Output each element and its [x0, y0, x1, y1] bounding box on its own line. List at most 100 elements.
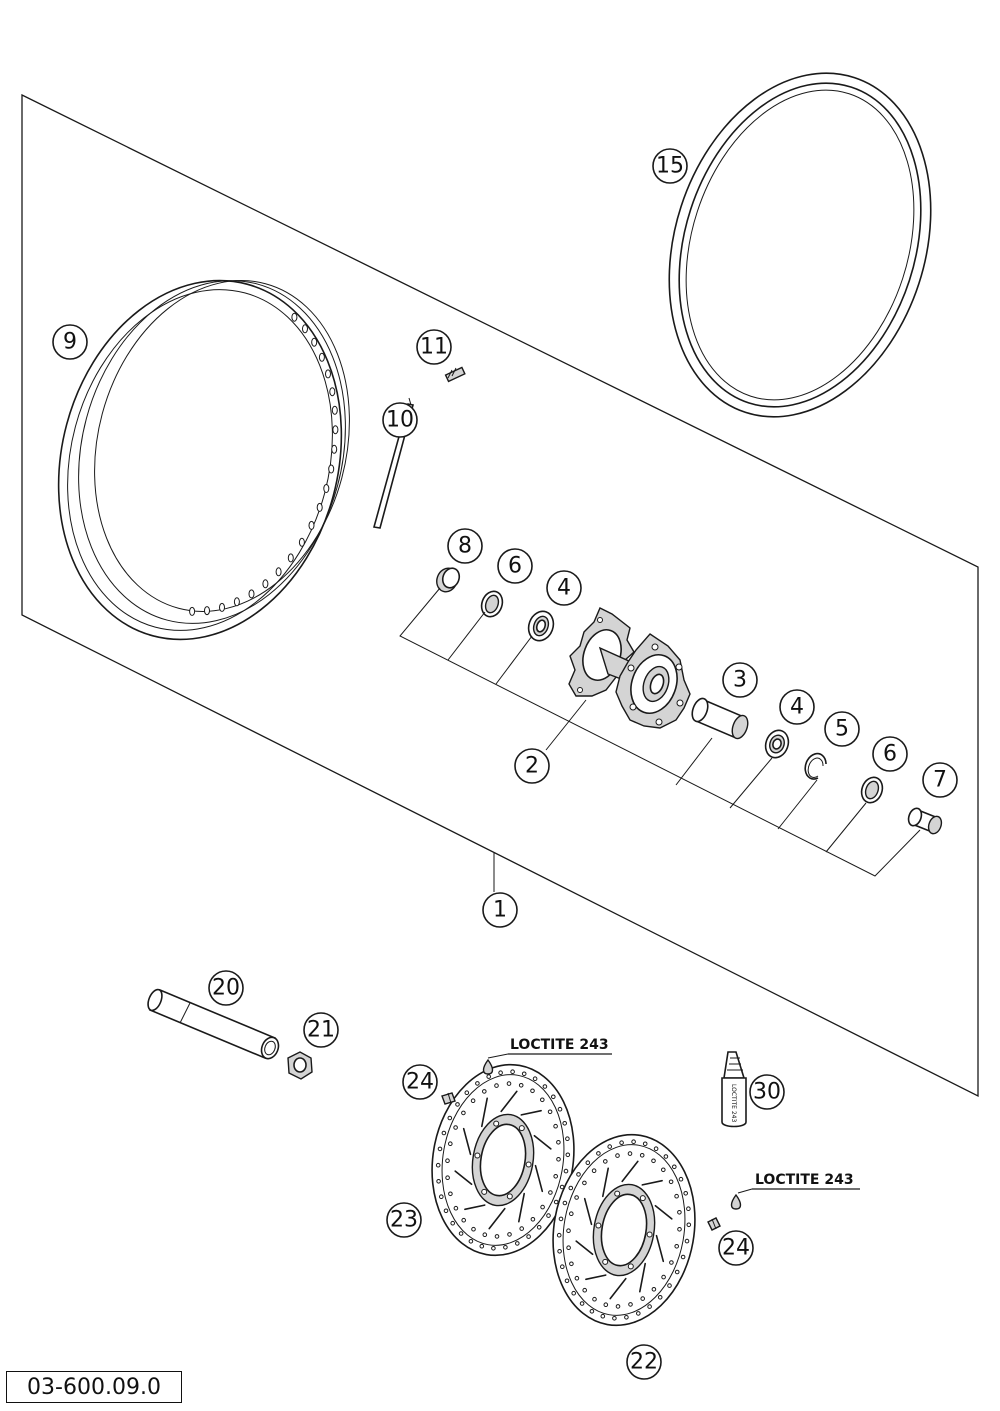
svg-text:6: 6	[508, 554, 522, 579]
disc-hole	[506, 1081, 512, 1086]
svg-text:15: 15	[656, 154, 684, 179]
svg-text:3: 3	[733, 668, 747, 693]
disc-slot	[621, 1160, 639, 1183]
disc-slot	[481, 1097, 488, 1128]
rim-hole	[275, 567, 282, 577]
assembly-outline	[21, 93, 979, 1098]
rim-hole	[204, 606, 210, 616]
disc-hole	[447, 1115, 453, 1121]
disc-hole	[680, 1254, 686, 1260]
disc-hole	[571, 1290, 577, 1296]
svg-text:4: 4	[557, 576, 571, 601]
disc-bolt-hole	[481, 1188, 488, 1195]
rim-hole	[291, 312, 298, 322]
disc-vent-holes	[435, 1069, 571, 1251]
rim-hole	[298, 537, 305, 547]
disc-slot	[575, 1240, 594, 1256]
disc-hole	[576, 1172, 581, 1177]
disc-slot	[609, 1277, 627, 1300]
rim-hole	[189, 606, 196, 616]
disc-hole	[636, 1311, 641, 1316]
disc-hole	[661, 1274, 666, 1280]
rim-9	[57, 279, 350, 641]
rim-hole	[332, 425, 339, 435]
disc-hole	[566, 1228, 571, 1233]
disc-hole	[548, 1190, 553, 1195]
disc-hole	[684, 1238, 690, 1244]
disc-bolt-hole	[493, 1120, 500, 1127]
disc-hole	[574, 1275, 580, 1281]
svg-text:7: 7	[933, 768, 947, 793]
disc-hole	[674, 1269, 680, 1275]
disc-hole	[557, 1249, 562, 1254]
disc-hole	[443, 1208, 449, 1214]
disc-hole	[458, 1231, 464, 1236]
disc-hole	[455, 1102, 460, 1107]
callout-6-right: 6	[872, 736, 908, 772]
disc-vent-holes	[556, 1139, 692, 1321]
disc-hole	[470, 1098, 476, 1103]
disc-slot	[602, 1167, 609, 1198]
disc-hole	[450, 1220, 456, 1226]
rim-hole	[331, 444, 338, 454]
disc-slot	[655, 1234, 665, 1263]
disc-hole	[592, 1296, 597, 1302]
disc-hole	[494, 1083, 499, 1088]
loctite-tube-30: LOCTITE 243	[721, 1051, 747, 1128]
disc-hole	[574, 1195, 579, 1200]
shaft-seal-6-left	[480, 590, 504, 618]
svg-text:2: 2	[525, 754, 539, 779]
disc-hole	[589, 1309, 595, 1314]
disc-hole	[532, 1076, 538, 1081]
disc-hole	[547, 1109, 553, 1115]
disc-hole	[674, 1244, 680, 1249]
disc-slot	[533, 1134, 552, 1150]
bearing-4-right	[764, 729, 790, 759]
disc-hole	[640, 1296, 646, 1301]
disc-bolt-hole	[595, 1222, 602, 1229]
disc-hole	[448, 1141, 453, 1146]
disc-hole	[600, 1313, 606, 1319]
disc-hole	[515, 1241, 520, 1246]
rim-hole	[302, 324, 308, 334]
shaft-seal-6-right	[860, 776, 884, 804]
wheel-axle-20	[147, 988, 280, 1060]
spoke-nipple-11	[444, 366, 466, 383]
callout-22: 22	[626, 1344, 662, 1380]
disc-hole	[521, 1071, 527, 1077]
disc-hole	[445, 1175, 450, 1180]
disc-hole	[464, 1090, 470, 1095]
disc-hole	[639, 1153, 645, 1158]
disc-hole	[486, 1074, 492, 1079]
disc-hole	[566, 1245, 571, 1250]
disc-hole	[498, 1070, 503, 1075]
disc-hole	[519, 1226, 525, 1231]
loctite-drop-icon	[730, 1193, 742, 1210]
disc-hole	[631, 1139, 636, 1144]
disc-hole	[591, 1168, 597, 1173]
disc-hole	[553, 1174, 559, 1179]
disc-hole	[603, 1302, 609, 1307]
disc-hole	[628, 1302, 633, 1307]
disc-hole	[672, 1164, 677, 1170]
disc-hole	[461, 1217, 467, 1223]
disc-hole	[530, 1217, 536, 1222]
disc-hole	[448, 1191, 453, 1197]
callout-30: 30	[749, 1074, 785, 1110]
disc-hole	[651, 1287, 657, 1292]
rim-hole	[308, 520, 315, 530]
callout-4-left: 4	[546, 570, 582, 606]
disc-slot	[583, 1197, 593, 1226]
rim-hole	[248, 589, 255, 599]
svg-text:21: 21	[307, 1018, 335, 1043]
disc-hole	[510, 1069, 515, 1074]
disc-hole	[674, 1193, 679, 1199]
callout-10: 10	[382, 402, 418, 438]
disc-hole	[556, 1140, 561, 1145]
rim-hole	[318, 352, 325, 362]
disc-hole	[563, 1168, 569, 1174]
disc-hole	[546, 1213, 551, 1218]
disc-hole	[562, 1200, 568, 1206]
disc-hole	[596, 1151, 601, 1156]
disc-hole	[686, 1222, 692, 1228]
